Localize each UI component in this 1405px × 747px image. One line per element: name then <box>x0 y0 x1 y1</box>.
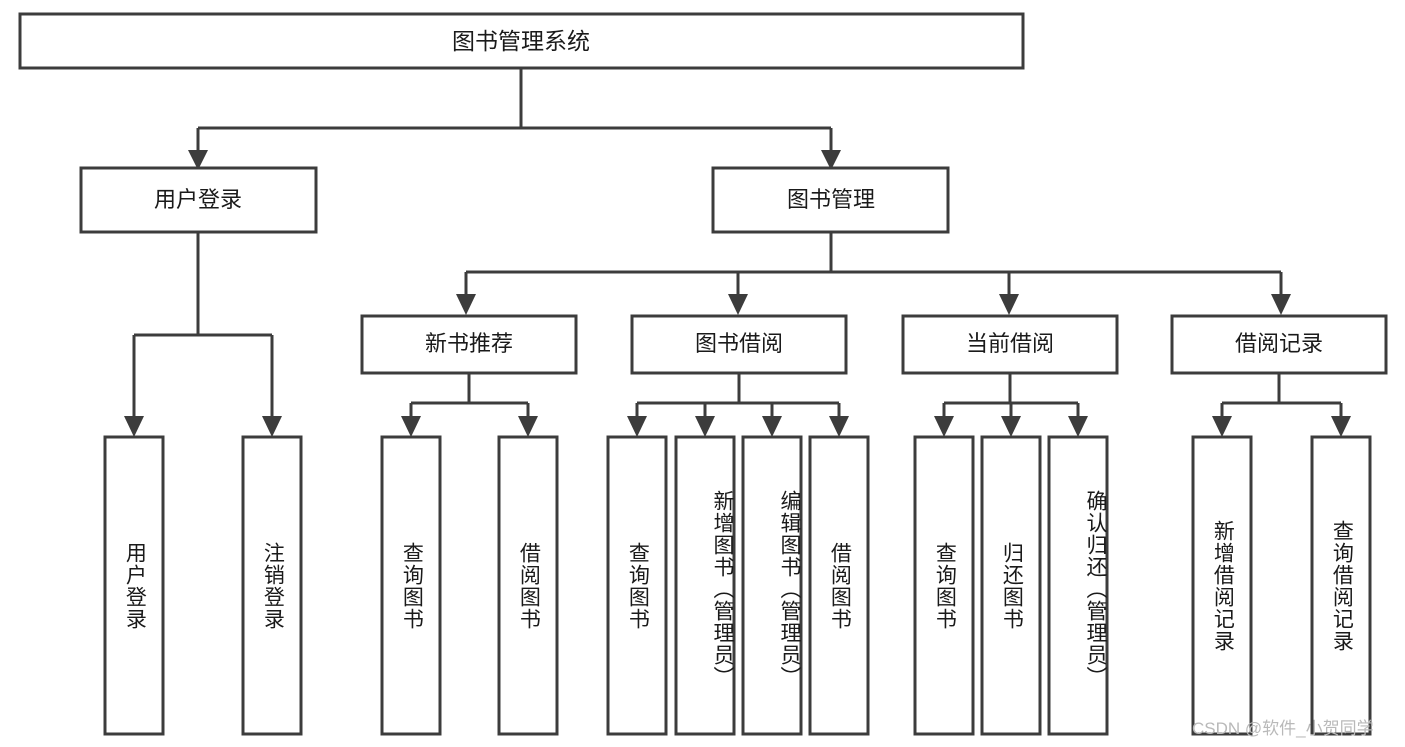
leaf-box-query-book-1[interactable] <box>380 435 442 736</box>
node-user-login[interactable]: 用户登录 <box>79 166 318 234</box>
node-current-borrow-label: 当前借阅 <box>966 331 1054 356</box>
leaf-box-edit-book[interactable] <box>741 435 803 736</box>
node-book-borrow[interactable]: 图书借阅 <box>630 314 848 375</box>
leaf-boxes <box>103 435 1372 736</box>
node-book-management[interactable]: 图书管理 <box>711 166 950 234</box>
leaf-box-query-book-3[interactable] <box>913 435 975 736</box>
node-new-book-recommend[interactable]: 新书推荐 <box>360 314 578 375</box>
leaf-box-borrow-book-2[interactable] <box>808 435 870 736</box>
connector-book-borrow-to-leaves <box>627 373 849 437</box>
connector-current-borrow-to-leaves <box>934 373 1088 437</box>
node-borrow-record[interactable]: 借阅记录 <box>1170 314 1388 375</box>
node-user-login-label: 用户登录 <box>154 187 242 212</box>
leaf-box-confirm-return[interactable] <box>1047 435 1109 736</box>
node-root-system-label: 图书管理系统 <box>452 28 590 54</box>
connector-borrow-record-to-leaves <box>1212 373 1351 437</box>
connector-root-to-level2 <box>188 68 841 170</box>
leaf-box-add-book[interactable] <box>674 435 736 736</box>
leaf-box-borrow-book-1[interactable] <box>497 435 559 736</box>
node-root-system[interactable]: 图书管理系统 <box>18 12 1025 70</box>
node-current-borrow[interactable]: 当前借阅 <box>901 314 1119 375</box>
watermark: CSDN @软件_小贺同学 <box>1192 719 1374 738</box>
connector-new-book-to-leaves <box>401 373 538 437</box>
node-new-book-recommend-label: 新书推荐 <box>425 331 513 356</box>
connector-book-mgmt-to-level3 <box>456 232 1291 315</box>
node-book-borrow-label: 图书借阅 <box>695 331 783 356</box>
leaf-box-query-borrow-record[interactable] <box>1310 435 1372 736</box>
leaf-box-logout[interactable] <box>241 435 303 736</box>
node-borrow-record-label: 借阅记录 <box>1235 331 1323 356</box>
leaf-box-user-login[interactable] <box>103 435 165 736</box>
connector-user-login-to-leaves <box>124 232 282 437</box>
leaf-box-add-borrow-record[interactable] <box>1191 435 1253 736</box>
leaf-box-query-book-2[interactable] <box>606 435 668 736</box>
leaf-box-return-book[interactable] <box>980 435 1042 736</box>
node-book-management-label: 图书管理 <box>787 187 875 212</box>
